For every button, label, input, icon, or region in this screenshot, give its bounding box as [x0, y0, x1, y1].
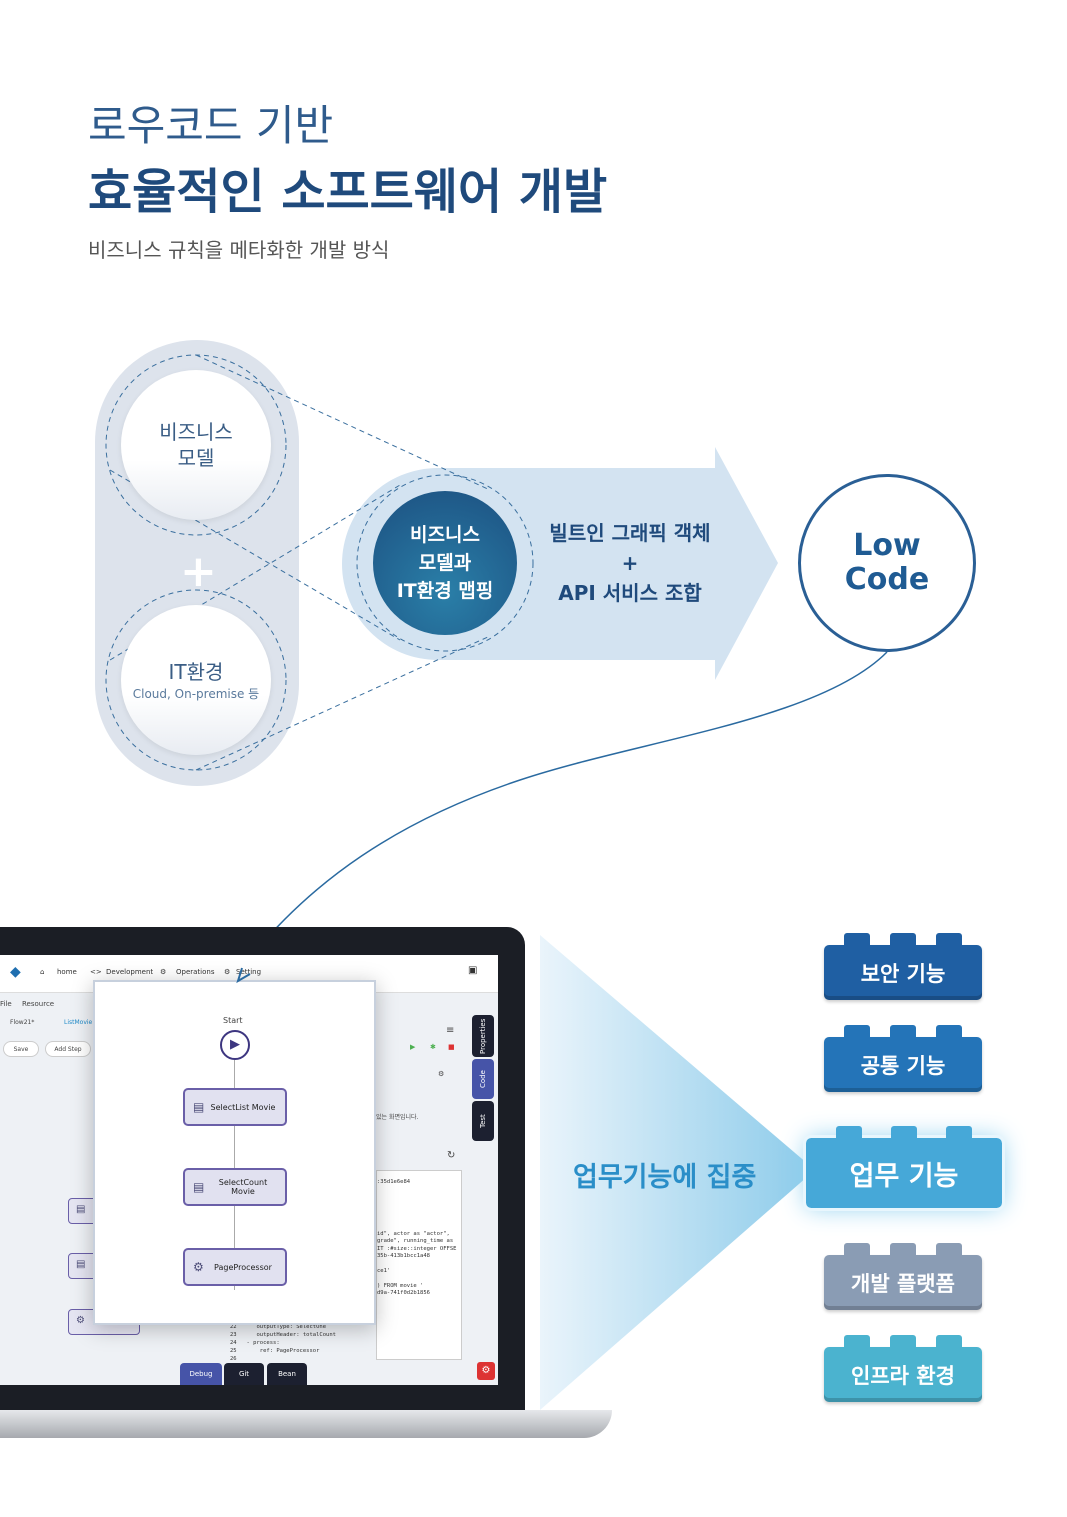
hint-text: 있는 화면입니다. [376, 1114, 419, 1121]
laptop-base [0, 1410, 612, 1438]
title-line-1: 로우코드 기반 [88, 101, 334, 150]
settings-icon[interactable]: ⚙ [438, 1070, 445, 1078]
menu-file[interactable]: File [0, 1000, 12, 1008]
focus-label: 업무기능에 집중 [573, 1162, 757, 1193]
tab-flow21[interactable]: Flow21* [10, 1019, 35, 1026]
run-icon[interactable]: ▶ [410, 1043, 416, 1051]
add-step-button[interactable]: Add Step [45, 1041, 91, 1057]
logo-icon: ◆ [10, 964, 21, 980]
it-env-label: IT환경 [168, 659, 224, 684]
arrowhead-icon [236, 967, 251, 984]
block-common-label: 공통 기능 [860, 1053, 946, 1078]
flow-node-selectcount[interactable]: ▤ SelectCount Movie [183, 1168, 287, 1206]
flow-node-pageprocessor[interactable]: ⚙ PageProcessor [183, 1248, 287, 1286]
subtitle: 비즈니스 규칙을 메타화한 개발 방식 [88, 238, 390, 262]
low-code-circle: Low Code [798, 474, 976, 652]
debug-icon[interactable]: ✱ [430, 1043, 436, 1051]
app-screen: ◆ ⌂ home <> Development ⚙ Operations ⚙ S… [0, 955, 498, 1385]
tab-test[interactable]: Test [472, 1101, 494, 1141]
user-icon[interactable]: ▣ [468, 965, 478, 976]
flow-node-selectlist[interactable]: ▤ SelectList Movie [183, 1088, 287, 1126]
tab-listmovie[interactable]: ListMovie [64, 1019, 93, 1026]
block-dev-platform: 개발 플랫폼 [824, 1243, 982, 1310]
nav-setting[interactable]: Setting [236, 968, 262, 976]
code-editor[interactable]: :35d1e6e84 id", actor as "actor", grade"… [376, 1170, 462, 1360]
block-common: 공통 기능 [824, 1025, 982, 1092]
gear-icon: ⚙ [224, 968, 231, 976]
node-label: PageProcessor [214, 1262, 272, 1272]
flow-popup: Start ▶ ▤ SelectList Movie ▤ SelectCount M… [93, 980, 376, 1325]
gears-icon: ⚙ [193, 1260, 204, 1274]
tab-git[interactable]: Git [224, 1363, 264, 1385]
node-label: SelectCount Movie [218, 1178, 268, 1196]
nav-operations[interactable]: Operations [176, 968, 215, 976]
tab-properties[interactable]: Properties [472, 1015, 494, 1057]
code-icon: <> [90, 968, 102, 976]
database-icon: ▤ [193, 1100, 205, 1114]
plus-icon: + [180, 546, 217, 597]
tab-debug[interactable]: Debug [180, 1363, 222, 1385]
block-security: 보안 기능 [824, 933, 982, 1000]
settings-fab[interactable]: ⚙ [477, 1362, 495, 1380]
database-icon: ▤ [193, 1179, 205, 1194]
block-business-label: 업무 기능 [849, 1160, 959, 1192]
business-model-label: 비즈니스 모델 [159, 420, 233, 470]
stop-icon[interactable]: ■ [448, 1043, 455, 1051]
focus-beam [530, 935, 820, 1419]
chip-icon: ⚙ [160, 968, 167, 976]
block-business: 업무 기능 [803, 1126, 1005, 1211]
combo-plus: + [621, 551, 639, 575]
save-button[interactable]: Save [3, 1041, 39, 1057]
low-code-label: Low Code [844, 528, 930, 597]
block-dev-platform-label: 개발 플랫폼 [851, 1271, 955, 1296]
combo-line-2: API 서비스 조합 [558, 581, 702, 605]
nav-development[interactable]: Development [106, 968, 154, 976]
block-infra: 인프라 환경 [824, 1335, 982, 1402]
home-icon[interactable]: ⌂ [40, 968, 45, 976]
tab-bean[interactable]: Bean [267, 1363, 307, 1385]
nav-home[interactable]: home [57, 968, 77, 976]
start-play-icon[interactable]: ▶ [220, 1030, 250, 1060]
combo-line-1: 빌트인 그래픽 객체 [549, 521, 711, 545]
start-label: Start [223, 1016, 243, 1025]
refresh-icon[interactable]: ↻ [447, 1150, 456, 1161]
it-env-sub: Cloud, On-premise 등 [132, 686, 260, 701]
menu-resource[interactable]: Resource [22, 1000, 55, 1008]
code-lines: 22 outputType: SelectOne 23 outputHeader… [230, 1324, 336, 1362]
tab-code[interactable]: Code [472, 1059, 494, 1099]
mapping-label: 비즈니스 모델과 IT환경 맵핑 [396, 524, 494, 602]
title-line-2: 효율적인 소프트웨어 개발 [88, 164, 608, 220]
menu-icon[interactable]: ≡ [446, 1025, 455, 1036]
block-infra-label: 인프라 환경 [851, 1363, 955, 1388]
node-label: SelectList Movie [210, 1102, 276, 1112]
combo-text: 빌트인 그래픽 객체 + API 서비스 조합 [535, 518, 725, 608]
business-model-circle: 비즈니스 모델 [121, 370, 271, 520]
mapping-circle: 비즈니스 모델과 IT환경 맵핑 [370, 488, 520, 638]
it-env-circle: IT환경 Cloud, On-premise 등 [121, 605, 271, 755]
block-security-label: 보안 기능 [860, 961, 946, 986]
